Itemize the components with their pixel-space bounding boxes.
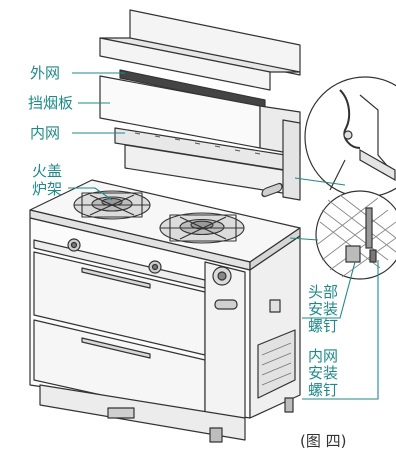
detail-circle-bottom <box>315 190 396 280</box>
label-head-screw: 头部 安装 螺钉 <box>308 284 342 335</box>
leader-head-screw <box>302 261 356 319</box>
label-inner-mesh: 内网 <box>30 124 61 142</box>
label-head-screw-line-3: 螺钉 <box>308 317 339 335</box>
label-baffle: 挡烟板 <box>28 94 74 112</box>
leader-burner <box>68 187 113 201</box>
side-vent-2 <box>261 182 283 198</box>
hood-side-column <box>282 119 301 201</box>
front-foot <box>209 427 223 443</box>
figure-caption: (图 四) <box>300 432 347 450</box>
leader-detail-top <box>294 177 346 186</box>
side-vent-1 <box>214 299 238 310</box>
right-burner <box>159 212 245 244</box>
outer-mesh-front <box>99 37 271 91</box>
leader-inner-screw <box>302 260 379 400</box>
label-head-screw-line-1: 头部 <box>308 283 339 301</box>
label-burner-rack: 炉架 <box>32 180 63 198</box>
leader-lines <box>68 72 379 400</box>
side-label-plate <box>269 299 281 313</box>
lower-drawer-handle <box>81 337 151 359</box>
drawing <box>29 9 301 443</box>
hood-back-panel <box>129 9 301 76</box>
upper-drawer-handle <box>81 267 151 289</box>
plinth <box>39 384 246 441</box>
left-burner <box>73 190 151 220</box>
label-inner-mesh-screw: 内网 安装 螺钉 <box>308 348 342 399</box>
label-inner-screw-line-2: 安装 <box>308 364 339 382</box>
side-foot <box>284 397 294 413</box>
label-fire-cover: 火盖 <box>32 162 63 180</box>
label-inner-screw-line-3: 螺钉 <box>308 381 339 399</box>
plinth-vent <box>107 407 135 419</box>
label-inner-screw-line-1: 内网 <box>308 347 339 365</box>
detail-circle-top <box>304 76 396 198</box>
inner-mesh-slots <box>134 132 261 155</box>
label-outer-mesh: 外网 <box>30 64 61 82</box>
side-column <box>204 261 246 419</box>
label-head-screw-line-2: 安装 <box>308 300 339 318</box>
side-service-panel <box>257 329 296 399</box>
